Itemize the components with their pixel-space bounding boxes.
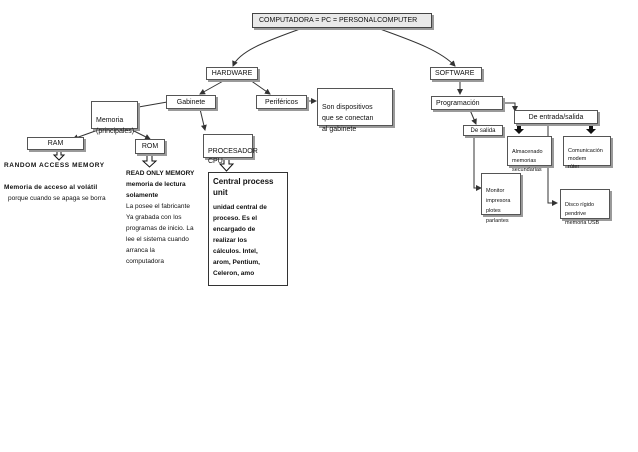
perifericos-description-box: Son dispositivos que se conectan al gabi… xyxy=(317,88,393,133)
rom-description: La posee el fabricante Ya grabada con lo… xyxy=(126,203,194,265)
almacenado-box: Almacenado memorias secundarias xyxy=(507,136,552,173)
ram-label: RAM xyxy=(47,140,64,147)
software-box: SOFTWARE xyxy=(430,67,482,80)
cpu-title: Central process unit xyxy=(213,177,274,197)
programacion-label: Programación xyxy=(436,100,480,107)
memoria-box: Memoria (principales) xyxy=(91,101,138,135)
ram-full-name: RANDOM ACCESS MEMORY xyxy=(4,162,105,169)
ram-description-line2: porque cuando se apaga se borra xyxy=(8,195,106,202)
programacion-box: Programación xyxy=(431,96,503,110)
title-label: COMPUTADORA = PC = PERSONALCOMPUTER xyxy=(259,17,418,24)
rom-label: ROM xyxy=(141,143,159,150)
software-label: SOFTWARE xyxy=(435,70,475,77)
ram-description-line1: Memoria de acceso al volátil xyxy=(4,184,98,191)
monitor-box: Monitor impresora plotes parlantes xyxy=(481,173,521,224)
almacenado-label: Almacenado memorias secundarias xyxy=(512,149,543,173)
disco-label: Disco rígido pendrive memoria USB xyxy=(565,202,600,226)
procesador-label: PROCESADOR CPU xyxy=(208,148,258,165)
title-box: COMPUTADORA = PC = PERSONALCOMPUTER xyxy=(252,13,432,28)
hardware-box: HARDWARE xyxy=(206,67,258,80)
de-salida-box: De salida xyxy=(463,125,503,136)
comunicacion-label: Comunicación modem rúter xyxy=(568,148,603,170)
perifericos-description: Son dispositivos que se conectan al gabi… xyxy=(322,104,374,133)
entrada-salida-box: De entrada/salida xyxy=(514,110,598,124)
rom-box: ROM xyxy=(135,139,165,154)
comunicacion-box: Comunicación modem rúter xyxy=(563,136,611,170)
disco-box: Disco rígido pendrive memoria USB xyxy=(560,189,610,226)
gabinete-label: Gabinete xyxy=(176,99,206,106)
ram-box: RAM xyxy=(27,137,84,150)
rom-title-text: READ ONLY MEMORY memoria de lectura sola… xyxy=(126,170,195,199)
hardware-label: HARDWARE xyxy=(211,70,253,77)
perifericos-box: Periféricos xyxy=(256,95,307,109)
cpu-description: unidad central de proceso. Es el encarga… xyxy=(213,204,267,277)
memoria-label: Memoria (principales) xyxy=(96,117,135,135)
entrada-salida-label: De entrada/salida xyxy=(528,114,584,121)
perifericos-label: Periféricos xyxy=(264,99,299,106)
cpu-description-box: Central process unit unidad central de p… xyxy=(208,172,288,286)
procesador-box: PROCESADOR CPU xyxy=(203,134,258,165)
gabinete-box: Gabinete xyxy=(166,95,216,109)
monitor-label: Monitor impresora plotes parlantes xyxy=(486,188,511,224)
de-salida-label: De salida xyxy=(470,128,496,134)
